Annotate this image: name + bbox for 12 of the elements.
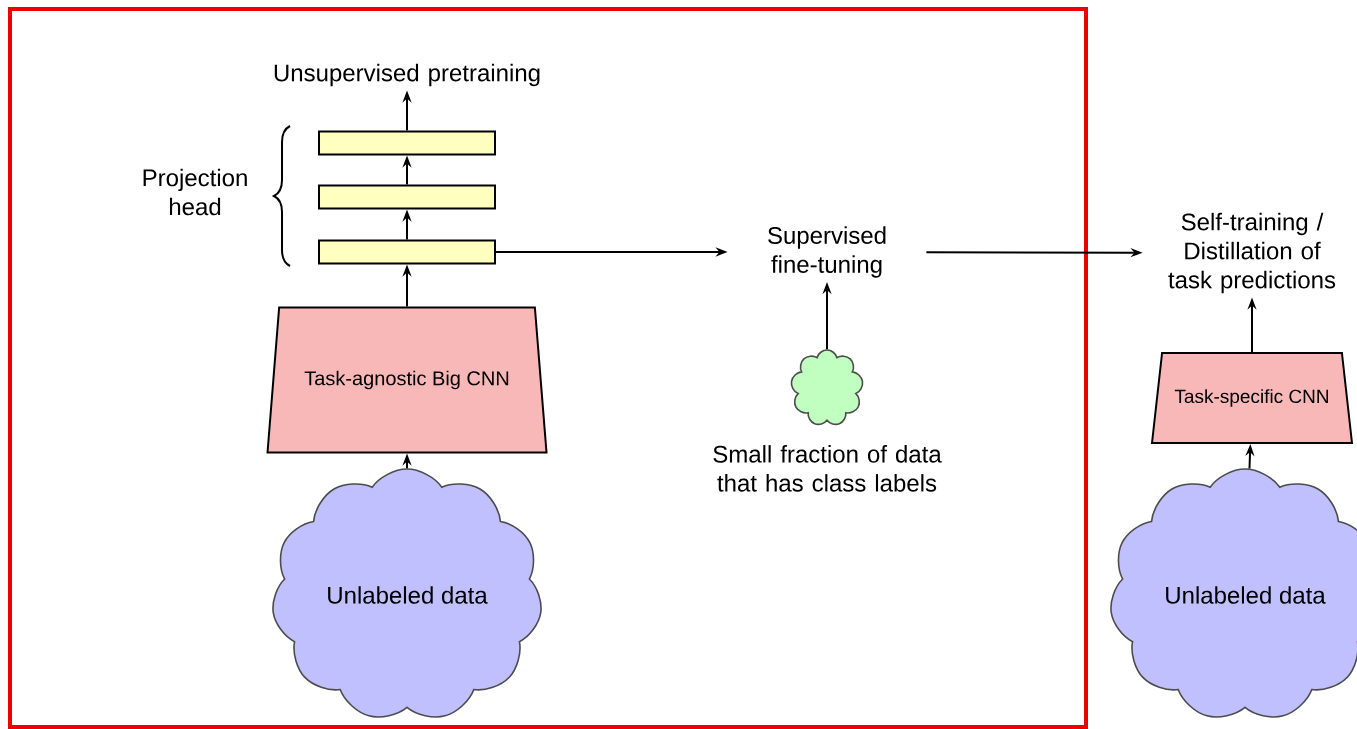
stage-label: Supervised fine-tuning [768,226,886,278]
caption-text: Small fraction of data that has class labels [713,445,942,492]
data-cloud [790,349,864,426]
data-cloud: Unlabeled data [272,468,542,718]
data-cloud: Unlabeled data [1110,468,1357,718]
layer-bar [318,184,496,210]
layer-bar [318,239,496,265]
stage-label: Self-training / Distillation of task predictions [1168,212,1336,294]
stage-label: Unsupervised pretraining [274,63,540,87]
group-label: Projection head [143,168,247,216]
layer-bar [318,130,496,156]
network-trapezoid: Task-agnostic Big CNN [266,306,548,454]
